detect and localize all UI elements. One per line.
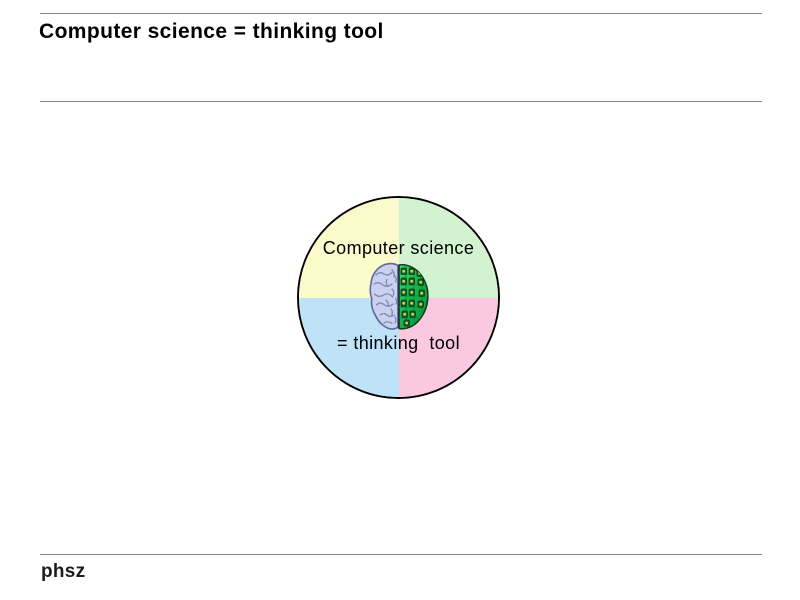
slide-title: Computer science = thinking tool xyxy=(39,20,384,43)
half-brain-half-circuit-icon xyxy=(366,261,430,333)
footer-rule-line xyxy=(40,554,762,555)
diagram-label-top: Computer science xyxy=(322,238,475,258)
top-rule-line xyxy=(40,13,762,14)
quadrant-circle-diagram: Computer science xyxy=(297,196,500,399)
phsz-logo: phsz xyxy=(41,561,86,582)
title-separator-line xyxy=(40,101,762,102)
diagram-label-bottom: = thinking tool xyxy=(337,333,460,353)
